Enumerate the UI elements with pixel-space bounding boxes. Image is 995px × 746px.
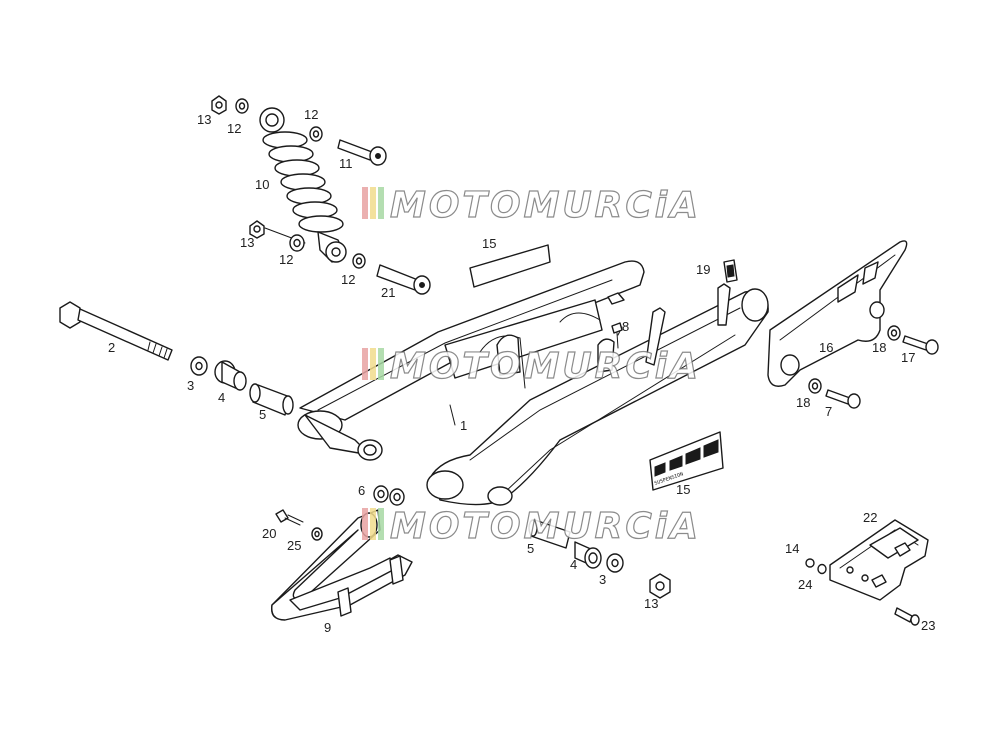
- callout-3: 3: [599, 572, 606, 587]
- watermark-stripe: [370, 187, 376, 219]
- callout-13: 13: [197, 112, 211, 127]
- callout-11: 11: [339, 156, 353, 171]
- callout-16: 16: [819, 340, 833, 355]
- callout-4: 4: [570, 557, 577, 572]
- callout-12: 12: [341, 272, 355, 287]
- nut-right-13: [649, 573, 671, 599]
- callout-10: 10: [255, 177, 269, 192]
- callout-labels: 1 2 3 4 5 13 12 12 11 10 13 12 12 21 15 …: [108, 107, 935, 635]
- sticker-upper: [469, 244, 551, 288]
- watermark-text: MOTOMURCiA: [390, 346, 701, 387]
- chain-guard: [767, 240, 908, 387]
- callout-5: 5: [527, 541, 534, 556]
- watermark-stripe: [370, 508, 376, 540]
- callout-9: 9: [324, 620, 331, 635]
- nut-14: [805, 558, 815, 568]
- clip-19: [723, 259, 738, 283]
- callout-21: 21: [381, 285, 395, 300]
- watermark-middle: MOTOMURCiA: [362, 345, 701, 388]
- callout-5: 5: [259, 407, 266, 422]
- washer-24: [817, 563, 827, 575]
- nut-top-13: [211, 95, 227, 115]
- callout-15: 15: [482, 236, 496, 251]
- washer-lower-right-12: [352, 253, 366, 269]
- callout-19: 19: [696, 262, 710, 277]
- swingarm: [297, 260, 769, 506]
- callout-14: 14: [785, 541, 799, 556]
- callout-13: 13: [240, 235, 254, 250]
- watermark-stripe: [370, 348, 376, 380]
- bolt-11: [337, 139, 387, 166]
- nut-lower-13: [249, 220, 265, 239]
- callout-25: 25: [287, 538, 301, 553]
- washer-right: [606, 553, 624, 573]
- callout-12: 12: [304, 107, 318, 122]
- callout-4: 4: [218, 390, 225, 405]
- watermark-bottom: MOTOMURCiA: [362, 505, 701, 548]
- callout-15: 15: [676, 482, 690, 497]
- watermark-stripe: [362, 187, 368, 219]
- watermark-top: MOTOMURCiA: [362, 184, 701, 227]
- washer-lower-12: [289, 234, 305, 252]
- washer-18-upper: [887, 325, 901, 341]
- callout-20: 20: [262, 526, 276, 541]
- washer-right-12: [309, 126, 323, 142]
- washer-top-12: [235, 98, 249, 114]
- callout-18: 18: [796, 395, 810, 410]
- sticker-lower: SUSPENSION: [649, 431, 724, 491]
- washer-25: [311, 527, 323, 541]
- screw-23: [894, 607, 920, 626]
- watermark-stripe: [378, 348, 384, 380]
- watermark-stripe: [362, 348, 368, 380]
- shock-spring: [262, 131, 344, 233]
- spacer-right: [528, 519, 571, 549]
- callout-18: 18: [872, 340, 886, 355]
- spacer-left: [249, 383, 294, 416]
- guide-plate: [829, 519, 929, 601]
- bushing-right: [574, 541, 602, 569]
- callout-2: 2: [108, 340, 115, 355]
- callout-17: 17: [901, 350, 915, 365]
- chain-slider: [271, 509, 413, 621]
- watermark-stripe: [378, 187, 384, 219]
- watermark-text: MOTOMURCiA: [390, 185, 701, 226]
- axle-bolt: [59, 301, 173, 361]
- bolt-21: [376, 264, 431, 295]
- screw-17: [902, 335, 939, 355]
- screw-8: [611, 322, 623, 349]
- callout-12: 12: [279, 252, 293, 267]
- washers-6: [373, 485, 405, 506]
- callout-24: 24: [798, 577, 812, 592]
- callout-22: 22: [863, 510, 877, 525]
- screw-7: [825, 389, 861, 409]
- callout-8: 8: [622, 319, 629, 334]
- washer-18-lower: [808, 378, 822, 394]
- callout-12: 12: [227, 121, 241, 136]
- watermark-stripe: [378, 508, 384, 540]
- watermark-stripe: [362, 508, 368, 540]
- callout-13: 13: [644, 596, 658, 611]
- callout-1: 1: [460, 418, 467, 433]
- callout-3: 3: [187, 378, 194, 393]
- callout-6: 6: [358, 483, 365, 498]
- callout-23: 23: [921, 618, 935, 633]
- screw-20: [275, 509, 304, 526]
- washer-left: [190, 356, 208, 376]
- shock-absorber: [259, 107, 347, 263]
- callout-7: 7: [825, 404, 832, 419]
- bushing-left: [214, 360, 247, 391]
- watermark-text: MOTOMURCiA: [390, 506, 701, 547]
